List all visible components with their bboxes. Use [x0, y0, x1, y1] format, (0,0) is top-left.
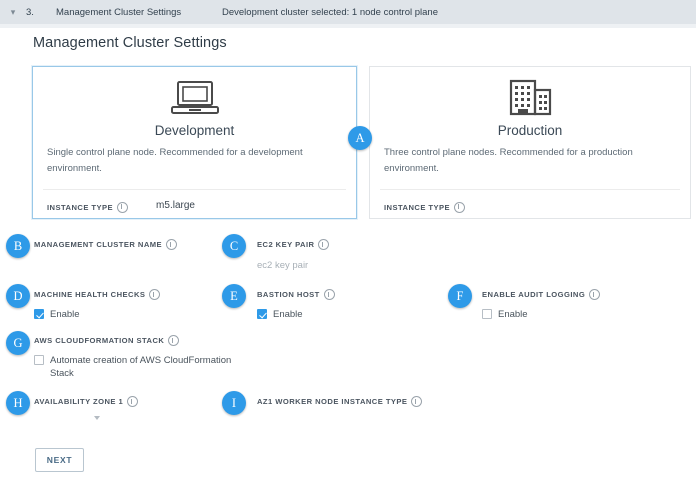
field-label: AWS CLOUDFORMATION STACK — [34, 336, 165, 345]
office-building-icon — [370, 77, 690, 119]
card-divider — [43, 189, 346, 190]
field-value — [257, 417, 362, 431]
card-divider — [380, 189, 680, 190]
annotation-badge-e: E — [222, 284, 246, 308]
field-enable-audit-logging: ENABLE AUDIT LOGGING Enable — [482, 289, 682, 321]
info-icon[interactable] — [117, 201, 129, 213]
info-icon[interactable] — [168, 335, 180, 346]
chevron-down-icon[interactable]: ▾ — [10, 6, 16, 17]
header-shadow-strip — [0, 24, 696, 28]
field-az1-worker-node-instance-type: AZ1 WORKER NODE INSTANCE TYPE — [257, 396, 472, 431]
card-instance-type-row-production: INSTANCE TYPE — [384, 197, 676, 217]
checkbox-enable[interactable] — [257, 309, 267, 319]
info-icon[interactable] — [127, 396, 139, 407]
card-title-production: Production — [497, 123, 563, 138]
checkbox-label: Automate creation of AWS CloudFormation … — [50, 355, 232, 379]
annotation-badge-h: H — [6, 391, 30, 415]
annotation-badge-b: B — [6, 234, 30, 258]
management-cluster-name-input[interactable] — [34, 260, 139, 274]
field-label: AVAILABILITY ZONE 1 — [34, 397, 124, 406]
card-title-development: Development — [154, 123, 235, 138]
field-machine-health-checks: MACHINE HEALTH CHECKS Enable — [34, 289, 224, 321]
checkbox-enable[interactable] — [482, 309, 492, 319]
field-management-cluster-name: MANAGEMENT CLUSTER NAME — [34, 239, 209, 274]
instance-type-label: INSTANCE TYPE — [384, 202, 451, 212]
az1-worker-node-instance-type-input[interactable] — [257, 417, 362, 431]
checkbox-label: Enable — [50, 309, 80, 320]
instance-type-value — [513, 200, 641, 214]
bastion-host-checkbox-row[interactable]: Enable — [257, 308, 437, 321]
checkbox-label: Enable — [273, 309, 303, 320]
checkbox-label: Enable — [498, 309, 528, 320]
annotation-badge-d: D — [6, 284, 30, 308]
instance-type-label: INSTANCE TYPE — [47, 202, 114, 212]
instance-type-field-development[interactable]: m5.large — [156, 200, 291, 214]
annotation-badge-a: A — [348, 126, 372, 150]
field-label: EC2 KEY PAIR — [257, 240, 315, 249]
instance-type-value: m5.large — [156, 200, 195, 211]
availability-zone-1-dropdown[interactable] — [34, 416, 102, 431]
annotation-badge-g: G — [6, 331, 30, 355]
field-label: MANAGEMENT CLUSTER NAME — [34, 240, 163, 249]
ec2-key-pair-input[interactable]: ec2 key pair — [257, 260, 362, 274]
field-label: AZ1 WORKER NODE INSTANCE TYPE — [257, 397, 408, 406]
chevron-down-icon[interactable] — [94, 416, 100, 420]
next-button[interactable]: NEXT — [35, 448, 84, 472]
card-description-production: Three control plane nodes. Recommended f… — [384, 147, 633, 174]
card-description-development: Single control plane node. Recommended f… — [47, 147, 303, 174]
field-label: MACHINE HEALTH CHECKS — [34, 290, 146, 299]
aws-cloudformation-checkbox-row[interactable]: Automate creation of AWS CloudFormation … — [34, 354, 239, 380]
page-title: Management Cluster Settings — [33, 35, 227, 51]
step-summary: Development cluster selected: 1 node con… — [222, 6, 438, 18]
step-title: Management Cluster Settings — [56, 6, 182, 18]
field-placeholder: ec2 key pair — [257, 260, 309, 271]
instance-type-field-production[interactable] — [513, 200, 641, 214]
info-icon[interactable] — [166, 239, 178, 250]
step-number: 3. — [26, 6, 34, 18]
field-label: ENABLE AUDIT LOGGING — [482, 290, 586, 299]
cluster-plan-card-development[interactable]: Development Single control plane node. R… — [32, 66, 357, 219]
field-value — [34, 260, 139, 274]
info-icon[interactable] — [149, 289, 161, 300]
field-ec2-key-pair: EC2 KEY PAIR ec2 key pair — [257, 239, 432, 274]
annotation-badge-f: F — [448, 284, 472, 308]
machine-health-checks-checkbox-row[interactable]: Enable — [34, 308, 224, 321]
cluster-plan-card-production[interactable]: Production Three control plane nodes. Re… — [369, 66, 691, 219]
checkbox-automate-creation[interactable] — [34, 355, 44, 365]
enable-audit-logging-checkbox-row[interactable]: Enable — [482, 308, 682, 321]
info-icon[interactable] — [318, 239, 330, 250]
info-icon[interactable] — [411, 396, 423, 407]
checkbox-enable[interactable] — [34, 309, 44, 319]
field-value — [34, 417, 102, 431]
card-instance-type-row-development: INSTANCE TYPE m5.large — [47, 197, 342, 217]
annotation-badge-c: C — [222, 234, 246, 258]
field-bastion-host: BASTION HOST Enable — [257, 289, 437, 321]
laptop-icon — [33, 77, 356, 119]
wizard-step-header[interactable]: ▾ 3. Management Cluster Settings Develop… — [0, 0, 696, 25]
info-icon[interactable] — [323, 289, 335, 300]
info-icon[interactable] — [589, 289, 601, 300]
field-aws-cloudformation-stack: AWS CLOUDFORMATION STACK Automate creati… — [34, 335, 239, 380]
annotation-badge-i: I — [222, 391, 246, 415]
info-icon[interactable] — [454, 201, 466, 213]
field-label: BASTION HOST — [257, 290, 320, 299]
field-availability-zone-1: AVAILABILITY ZONE 1 — [34, 396, 214, 431]
